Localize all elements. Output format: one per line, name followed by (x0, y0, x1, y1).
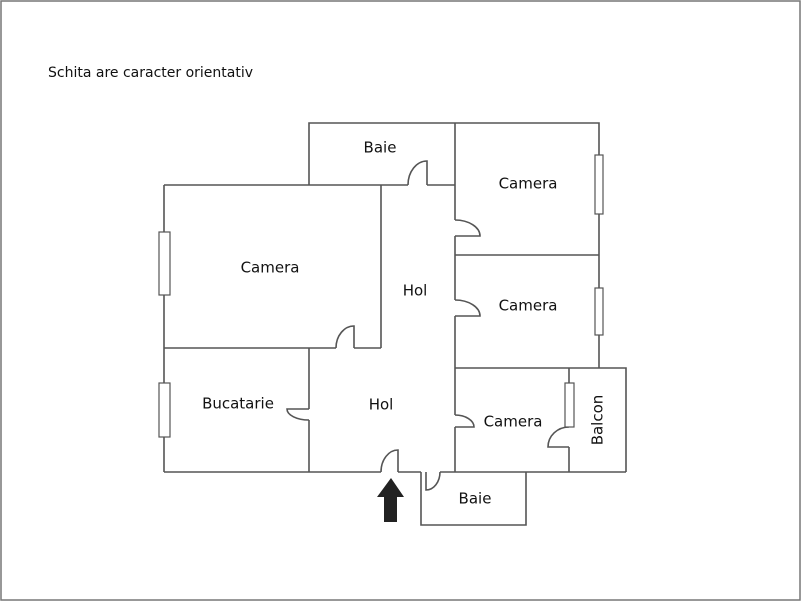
door-baie-bottom (425, 471, 441, 491)
door-baie-top (407, 160, 428, 186)
room-label-camera-mid-right: Camera (499, 297, 558, 315)
door-entrance (380, 449, 399, 473)
walls (163, 122, 627, 526)
room-label-camera-bottom-right: Camera (484, 413, 543, 431)
room-label-bucatarie: Bucatarie (202, 395, 274, 413)
room-label-hol-lower: Hol (369, 396, 394, 414)
window (564, 382, 575, 428)
room-label-hol-upper: Hol (403, 282, 428, 300)
room-label-balcon: Balcon (589, 395, 607, 446)
room-label-baie-bottom: Baie (459, 490, 492, 508)
door-camera-bottom-right (454, 414, 475, 428)
window (594, 154, 604, 215)
room-label-baie-top: Baie (364, 139, 397, 157)
orientative-sketch-note: Schita are caracter orientativ (48, 65, 254, 81)
door-camera-left (335, 325, 355, 349)
door-balcon (547, 426, 570, 448)
room-label-camera-top-right: Camera (499, 175, 558, 193)
door-bucatarie (286, 408, 310, 421)
doors (286, 160, 570, 491)
window (158, 231, 171, 296)
door-camera-mid-right (454, 299, 481, 317)
window (158, 382, 171, 438)
arrow-up-icon (377, 478, 404, 522)
window (594, 287, 604, 336)
door-camera-top-right (454, 219, 481, 237)
windows (158, 154, 604, 438)
room-label-camera-left: Camera (241, 259, 300, 277)
room-labels: Baie Camera Camera Hol Camera Bucatarie … (202, 139, 606, 508)
